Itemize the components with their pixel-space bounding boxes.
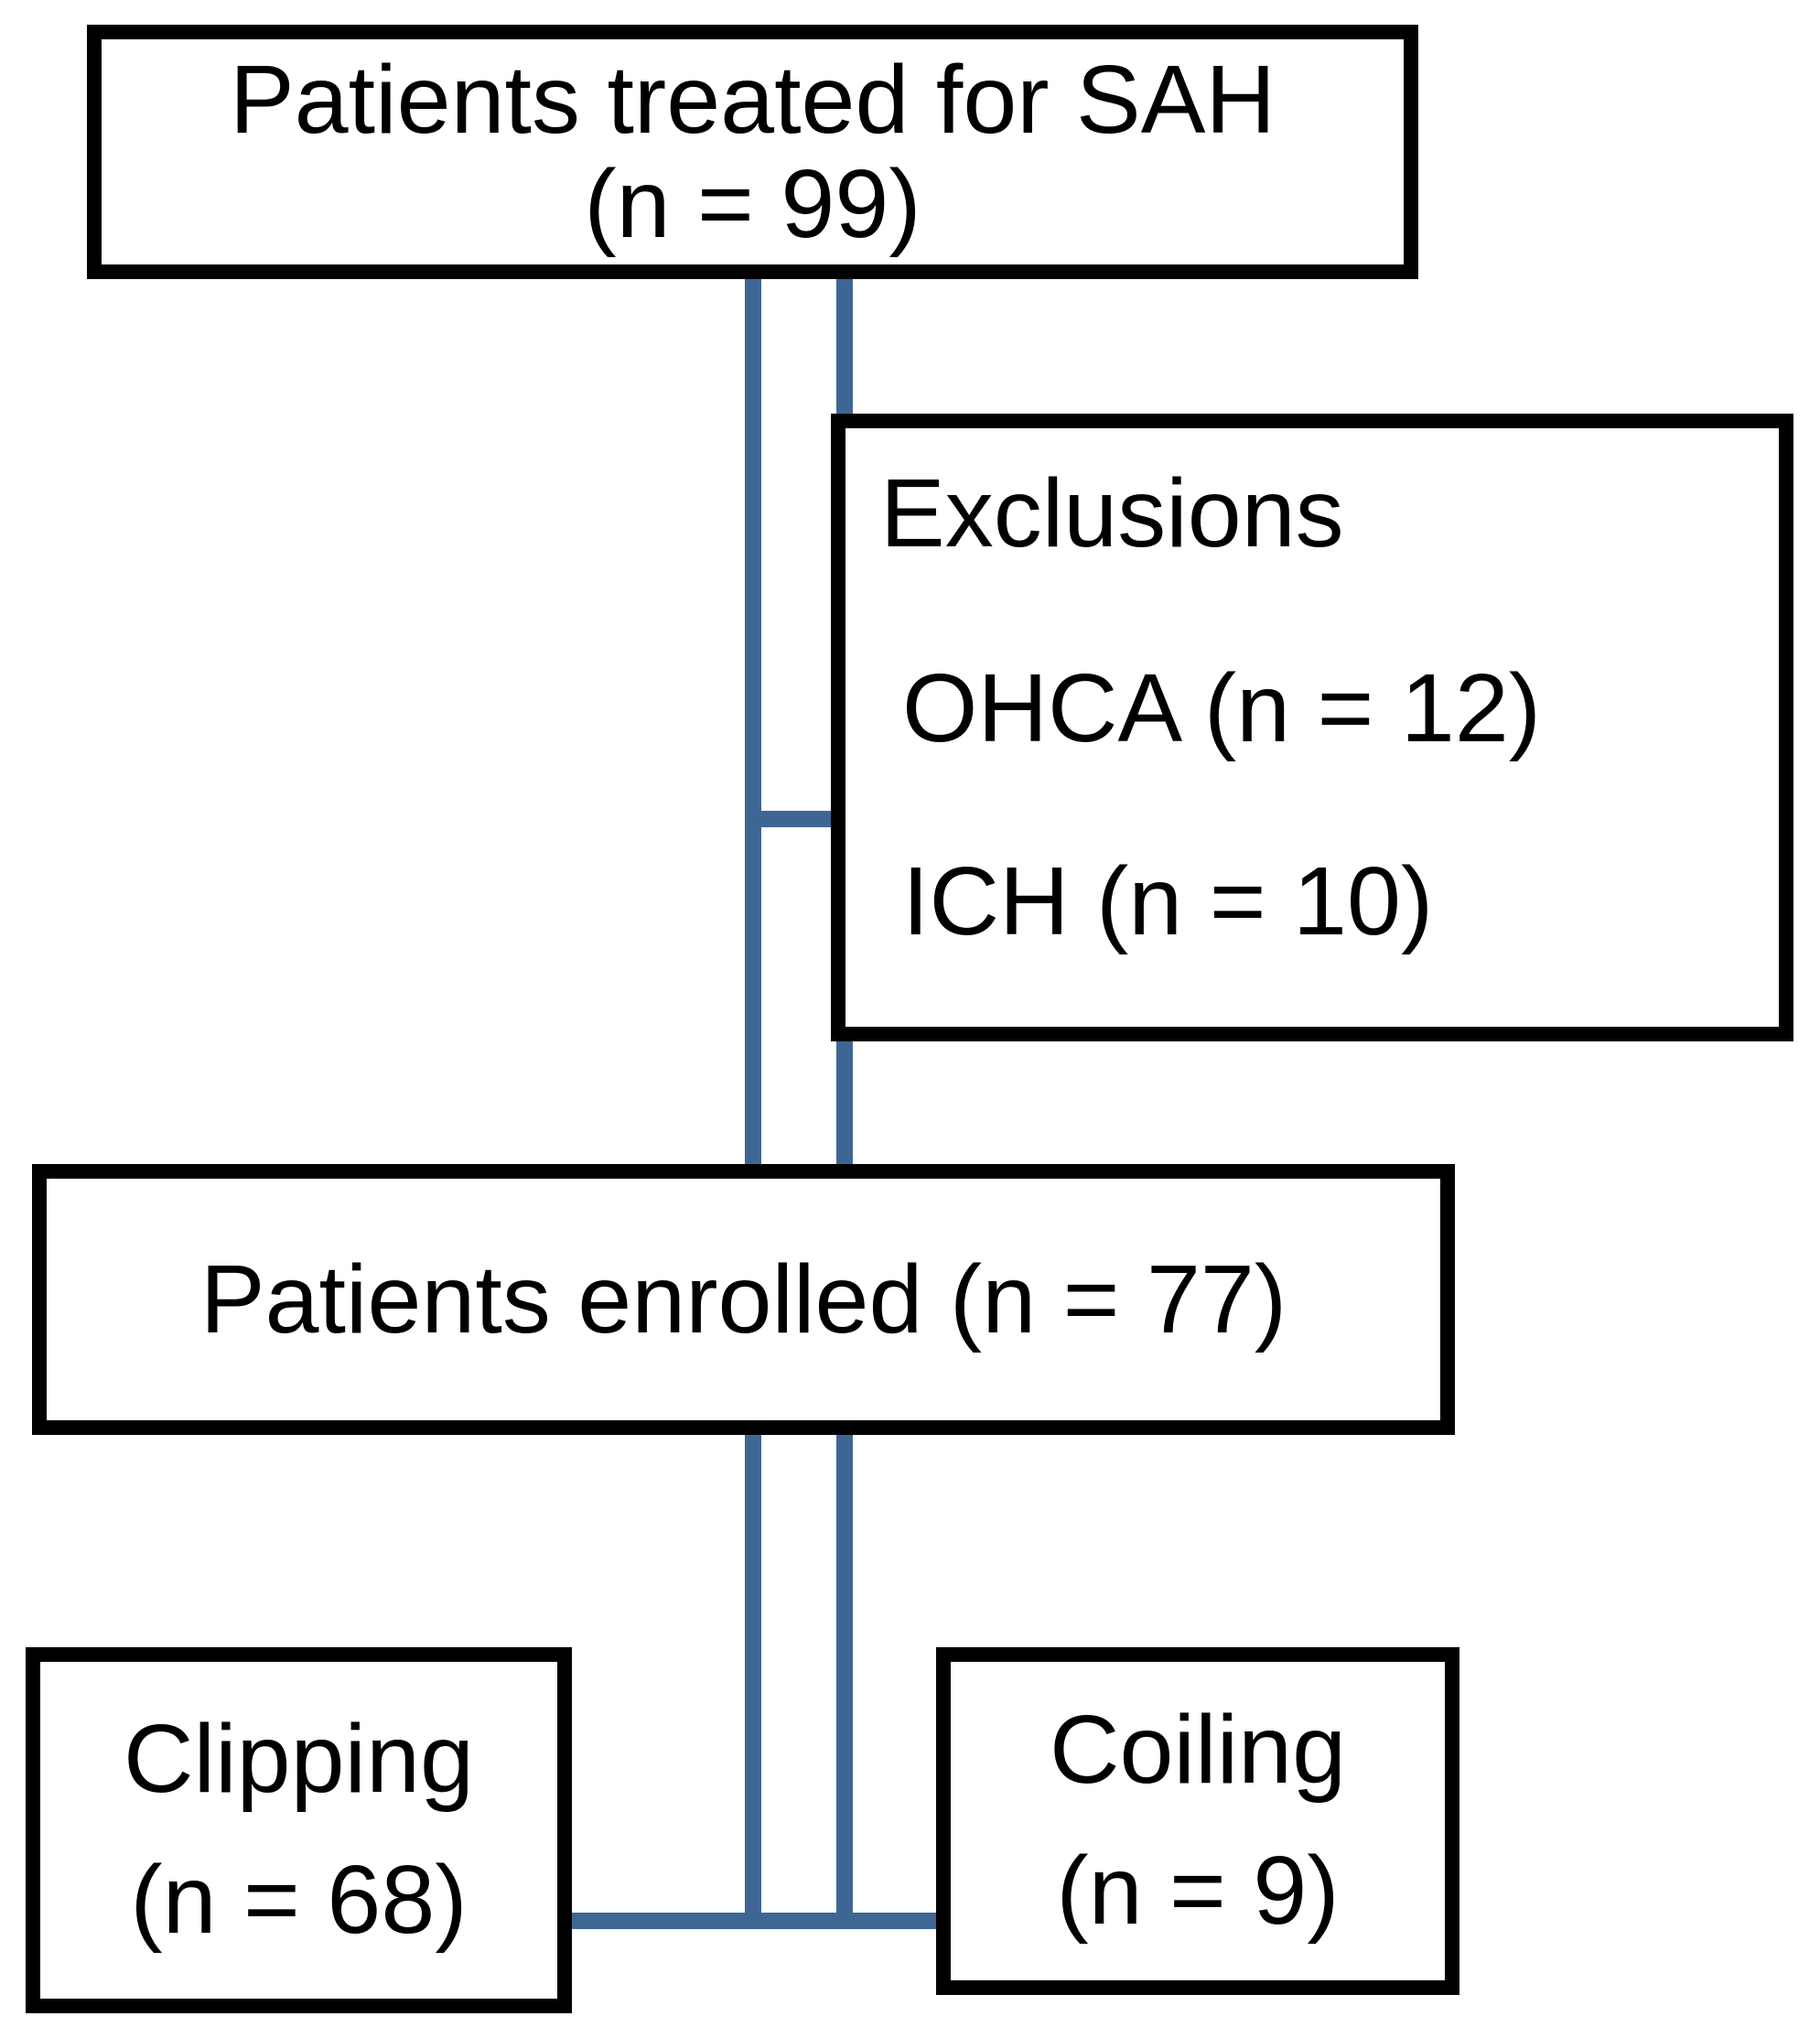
exclusions-item-ich: ICH (n = 10) [902,847,1434,956]
box-clipping: Clipping (n = 68) [26,1647,572,2013]
box-patients-treated-sah: Patients treated for SAH (n = 99) [87,25,1418,279]
box-text-line: (n = 99) [584,150,921,258]
box-exclusions: Exclusions OHCA (n = 12) ICH (n = 10) [831,414,1793,1041]
box-text-line: (n = 68) [130,1846,468,1954]
connector-stub-to-exclusions [750,811,831,827]
box-coiling: Coiling (n = 9) [936,1647,1459,1995]
box-text-line: Clipping [123,1705,474,1814]
box-patients-enrolled: Patients enrolled (n = 77) [32,1164,1455,1435]
box-text-line: Patients enrolled (n = 77) [199,1245,1287,1353]
box-text-line: (n = 9) [1056,1837,1340,1945]
connector-line-horizontal-bottom [565,1913,936,1929]
connector-line-vertical-left [745,279,761,1929]
exclusions-title: Exclusions [880,459,1344,567]
box-text-line: Patients treated for SAH [229,45,1276,154]
exclusions-item-ohca: OHCA (n = 12) [902,654,1542,763]
box-text-line: Coiling [1049,1696,1347,1805]
